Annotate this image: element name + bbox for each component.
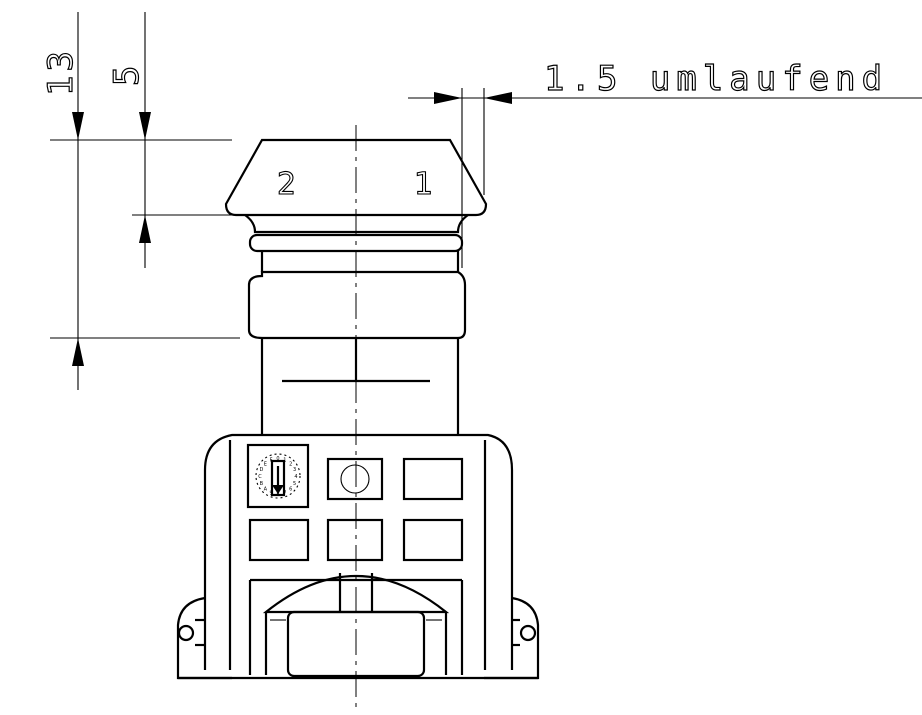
shaft [260,338,460,435]
dial-mark: 1 [283,457,286,463]
dial-mark: F [270,457,273,463]
dial-mark: B [260,481,264,487]
dial-mark: 8 [276,492,279,498]
indicator-led [340,464,370,494]
mount-lug-right [484,596,540,680]
window-mid-right [402,518,464,562]
dimension-rim: 1.5 umlaufend [408,58,922,268]
connector-latch [262,573,450,678]
dial-mark: 0 [276,456,279,462]
dial-mark: 9 [270,491,273,497]
dimension-13: 13 [40,12,240,390]
cap-neck [244,214,469,234]
dial-mark: 2 [289,461,292,467]
dimension-5: 5 [106,12,238,268]
cap-label-right: 1 [414,167,433,202]
o-ring [248,233,464,272]
indicator-window [326,457,384,501]
window-mid-left [248,518,310,562]
mount-lug-left [176,596,232,680]
dial-mark: 7 [283,491,286,497]
button-cap: 2 1 [224,138,488,217]
window-top-right [402,457,464,501]
dial-mark: 4 [294,474,297,480]
cap-label-left: 2 [277,167,296,202]
rotary-switch [246,443,310,509]
window-mid-center [326,518,384,562]
dial-mark: D [259,467,263,473]
dimension-13-text: 13 [41,47,81,96]
dial-mark: A [264,487,268,493]
collar [247,270,467,340]
housing [203,433,514,675]
dimension-5-text: 5 [107,56,147,86]
dial-mark: 6 [289,487,292,493]
dial-mark: E [264,461,267,467]
dial-mark: 5 [293,481,296,487]
dial-mark: 3 [293,467,296,473]
rim-note-text: 1.5 umlaufend [544,59,888,99]
dial-mark: C [258,474,262,480]
